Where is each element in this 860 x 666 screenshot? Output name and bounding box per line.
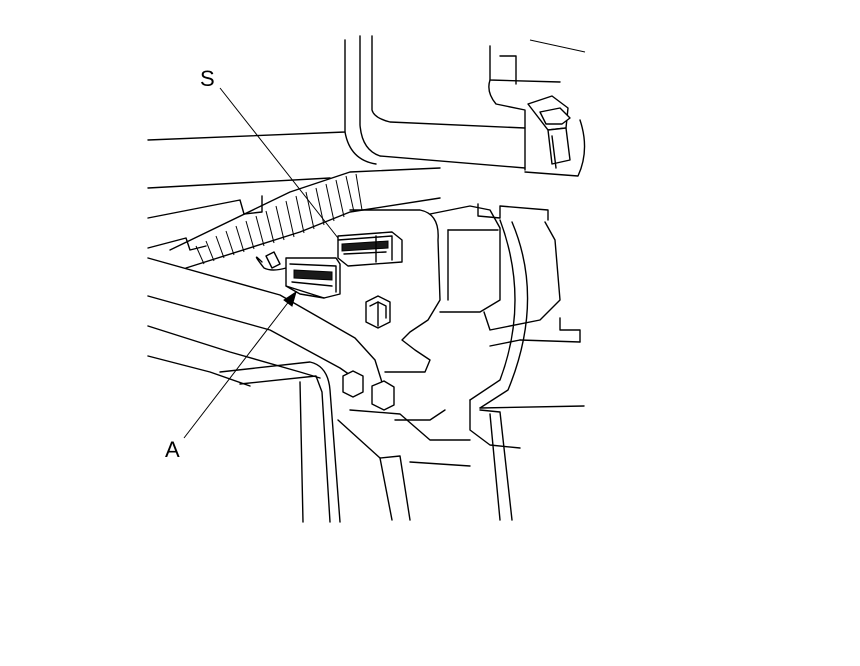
mounting-bolt-upper (365, 295, 391, 329)
wire-harness (169, 167, 441, 269)
lower-housing (219, 361, 411, 523)
callout-label-a: A (165, 437, 180, 462)
hose-clamp (527, 95, 571, 169)
connector-s (337, 231, 403, 267)
mounting-bolt-lower (342, 370, 395, 411)
leader-line-a (183, 290, 297, 439)
harness-corrugations (195, 173, 363, 265)
control-unit (349, 203, 585, 521)
connector-a (255, 251, 341, 299)
callout-label-s: S (200, 66, 215, 91)
mounting-bracket (147, 195, 386, 393)
leader-line-s (219, 87, 339, 239)
upper-housing (147, 35, 586, 189)
